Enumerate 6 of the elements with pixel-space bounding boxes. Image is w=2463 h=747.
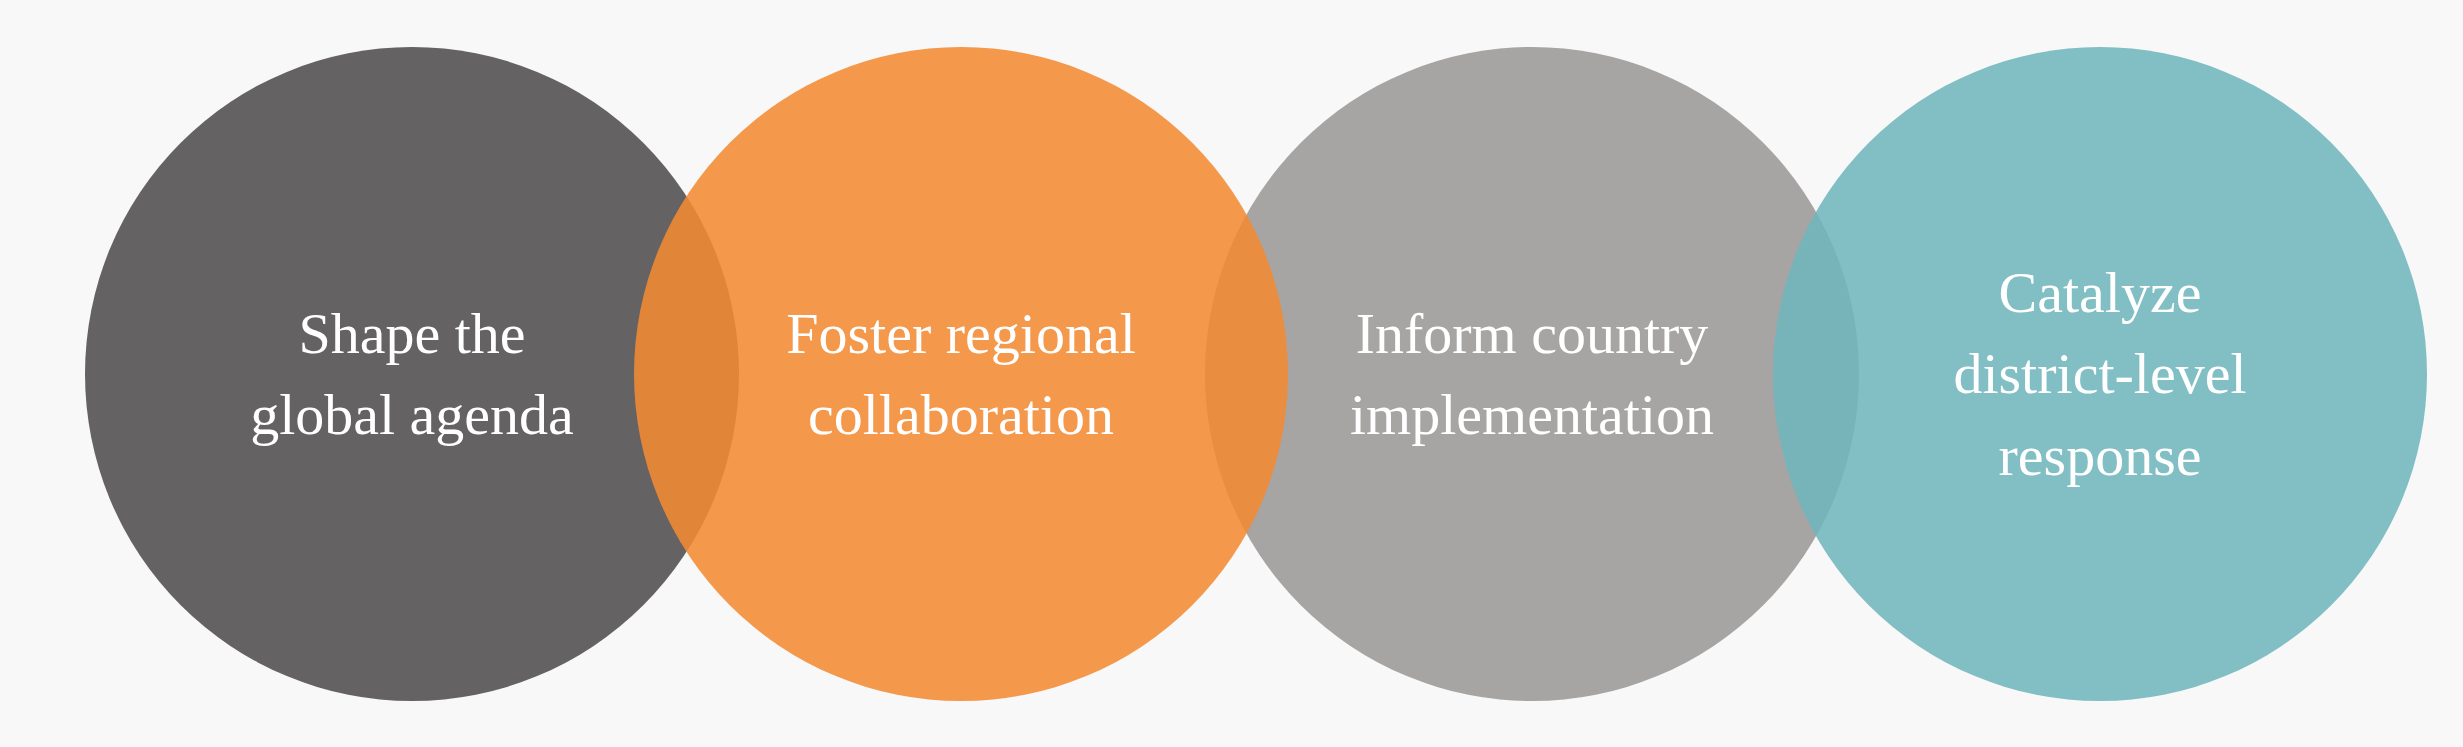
circle-node <box>634 47 1288 701</box>
circle-node <box>1773 47 2427 701</box>
circle-label: Catalyze district-level response <box>1952 259 2248 490</box>
circle-label: Foster regional collaboration <box>785 299 1137 449</box>
circle-label: Inform country implementation <box>1349 299 1715 449</box>
circle-label: Shape the global agenda <box>249 299 575 449</box>
